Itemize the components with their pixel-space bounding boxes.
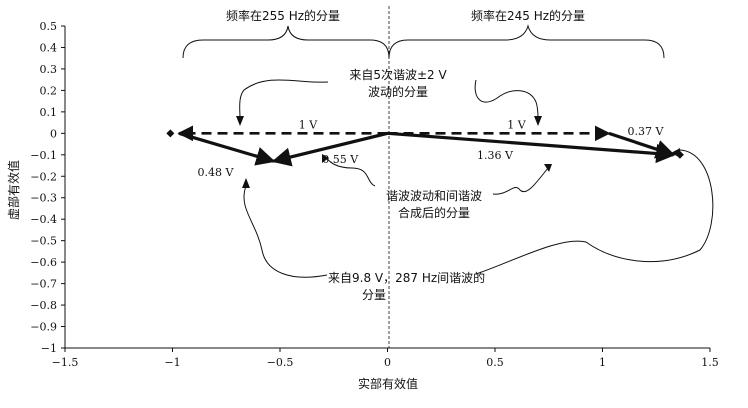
annotation-combined-line2: 合成后的分量 (398, 205, 470, 220)
y-tick-label: −0.1 (30, 149, 57, 162)
annotation-right-frequency: 频率在245 Hz的分量 (471, 8, 585, 23)
annotation-combined-line1: 谐波波动和间谐波 (386, 189, 482, 203)
y-tick-label: 0.2 (40, 84, 58, 97)
solid-phasor (178, 131, 276, 166)
y-tick-label: −0.9 (30, 321, 57, 334)
combined-leader-right (492, 167, 549, 195)
annotation-left-frequency: 频率在255 Hz的分量 (226, 8, 340, 23)
interharmonic-leader-left (243, 185, 328, 278)
y-tick-label: −0.4 (30, 213, 57, 226)
x-tick-label: 1 (599, 356, 606, 369)
harmonic-leader-right-arrow (534, 116, 542, 126)
solid-phasor (608, 131, 676, 159)
combined-leader-middle (325, 157, 376, 187)
y-tick-label: −0.7 (30, 278, 57, 291)
y-tick-label: −1 (41, 342, 57, 355)
y-axis-title: 虚部有效值 (6, 160, 21, 220)
axis-ticks: 0.5 0.4 0.3 0.2 0.1 0 −0.1 −0.2 −0.3 −0.4 −0.5 −0.6… (30, 20, 718, 369)
phasor-magnitude-label: 0.48 V (198, 166, 235, 179)
y-tick-label: −0.6 (30, 256, 57, 269)
annotation-interharmonic-line1: 来自9.8 V，287 Hz间谐波的 (328, 270, 485, 285)
annotation-interharmonic-line2: 分量 (362, 288, 386, 302)
harmonic-leader-left-arrow (236, 116, 244, 126)
endpoint-marker (166, 129, 175, 138)
combined-leader-right-arrow (544, 164, 552, 172)
phasor-magnitude-label: 1 V (299, 119, 318, 132)
y-tick-label: −0.5 (30, 235, 57, 248)
y-tick-label: 0 (50, 127, 57, 140)
combined-leader-middle-arrow (322, 154, 329, 163)
y-tick-label: 0.4 (40, 41, 58, 54)
annotation-harmonic-line2: 波动的分量 (368, 84, 428, 99)
x-tick-label: 0 (384, 356, 391, 369)
phasor-magnitude-label: 1 V (507, 119, 526, 132)
y-tick-label: 0.5 (40, 20, 58, 33)
solid-phasor (271, 131, 388, 167)
interharmonic-leader-left-arrow (242, 178, 250, 188)
x-tick-label: 1.5 (701, 356, 719, 369)
annotation-harmonic-line1: 来自5次谐波±2 V (349, 68, 447, 82)
x-tick-label: 0.5 (486, 356, 504, 369)
x-axis-title: 实部有效值 (358, 376, 418, 391)
solid-phasor (387, 131, 676, 164)
x-tick-label: −0.5 (267, 356, 294, 369)
right-brace (388, 24, 665, 59)
y-tick-label: 0.1 (40, 106, 58, 119)
y-tick-label: 0.3 (40, 63, 58, 76)
x-tick-label: −1 (164, 356, 180, 369)
harmonic-leader-left (239, 79, 329, 119)
harmonic-leader-right (474, 79, 539, 119)
interharmonic-leader-right (475, 149, 714, 275)
x-tick-label: −1.5 (52, 356, 79, 369)
phasor-magnitude-label: 0.37 V (628, 125, 665, 138)
interharmonic-leader-right-arrow (672, 148, 680, 158)
y-tick-label: −0.3 (30, 192, 57, 205)
y-tick-label: −0.8 (30, 299, 57, 312)
y-tick-label: −0.2 (30, 170, 57, 183)
left-brace (182, 25, 390, 59)
phasor-magnitude-label: 1.36 V (477, 149, 514, 162)
